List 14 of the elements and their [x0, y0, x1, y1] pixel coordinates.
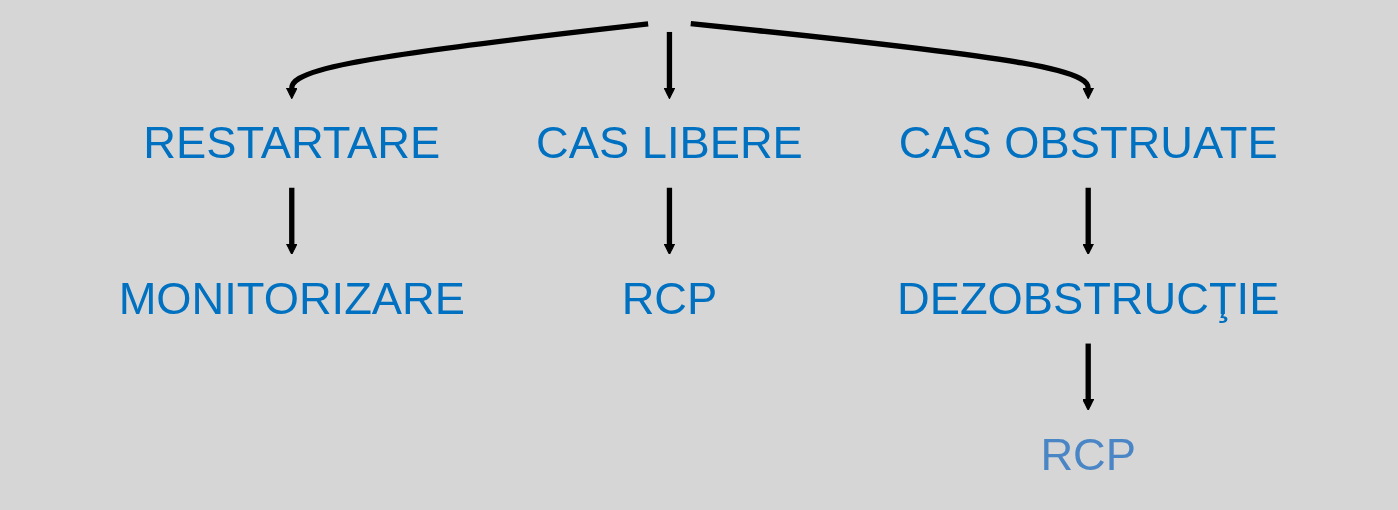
node-text: RESTARTARE — [143, 117, 441, 168]
node-text: RCP — [1040, 428, 1136, 480]
arrow — [1082, 187, 1095, 255]
arrow — [663, 187, 676, 255]
arrow — [1082, 343, 1095, 411]
arrow — [663, 31, 676, 100]
node-text: CAS OBSTRUATE — [898, 117, 1278, 168]
arrow — [690, 20, 1095, 100]
node-text: MONITORIZARE — [118, 272, 465, 324]
node-text: CAS LIBERE — [536, 117, 803, 168]
node-text: RCP — [621, 272, 718, 324]
arrow — [285, 21, 649, 100]
node-text: DEZOBSTRUCŢIE — [897, 272, 1280, 324]
arrow — [285, 187, 298, 255]
